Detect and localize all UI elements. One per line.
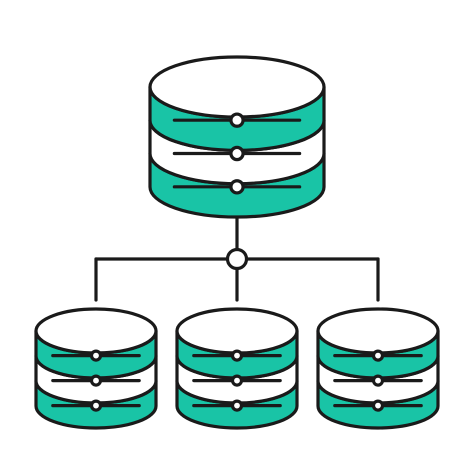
database-child-right-indicator-3 bbox=[371, 399, 385, 412]
database-child-right-indicator-1 bbox=[371, 349, 385, 362]
database-child-right-top bbox=[316, 307, 440, 355]
database-parent-indicator-1 bbox=[229, 112, 245, 128]
database-child-left-indicator-1 bbox=[89, 349, 103, 362]
database-child-left bbox=[34, 307, 158, 430]
database-child-left-indicator-3 bbox=[89, 399, 103, 412]
database-child-left-top bbox=[34, 307, 158, 355]
database-child-left-indicator-2 bbox=[89, 374, 103, 387]
connector-lines bbox=[94, 209, 380, 302]
database-child-center-indicator-2 bbox=[230, 374, 244, 387]
database-parent-indicator-3 bbox=[229, 179, 245, 195]
hub-node bbox=[225, 247, 249, 271]
database-child-right bbox=[316, 307, 440, 430]
database-parent bbox=[148, 55, 326, 219]
database-parent-indicator-2 bbox=[229, 145, 245, 162]
database-child-center-top bbox=[175, 307, 299, 355]
database-child-center bbox=[175, 307, 299, 430]
database-child-center-indicator-1 bbox=[230, 349, 244, 362]
database-child-center-indicator-3 bbox=[230, 399, 244, 412]
database-child-right-indicator-2 bbox=[371, 374, 385, 387]
database-parent-top bbox=[148, 55, 326, 119]
